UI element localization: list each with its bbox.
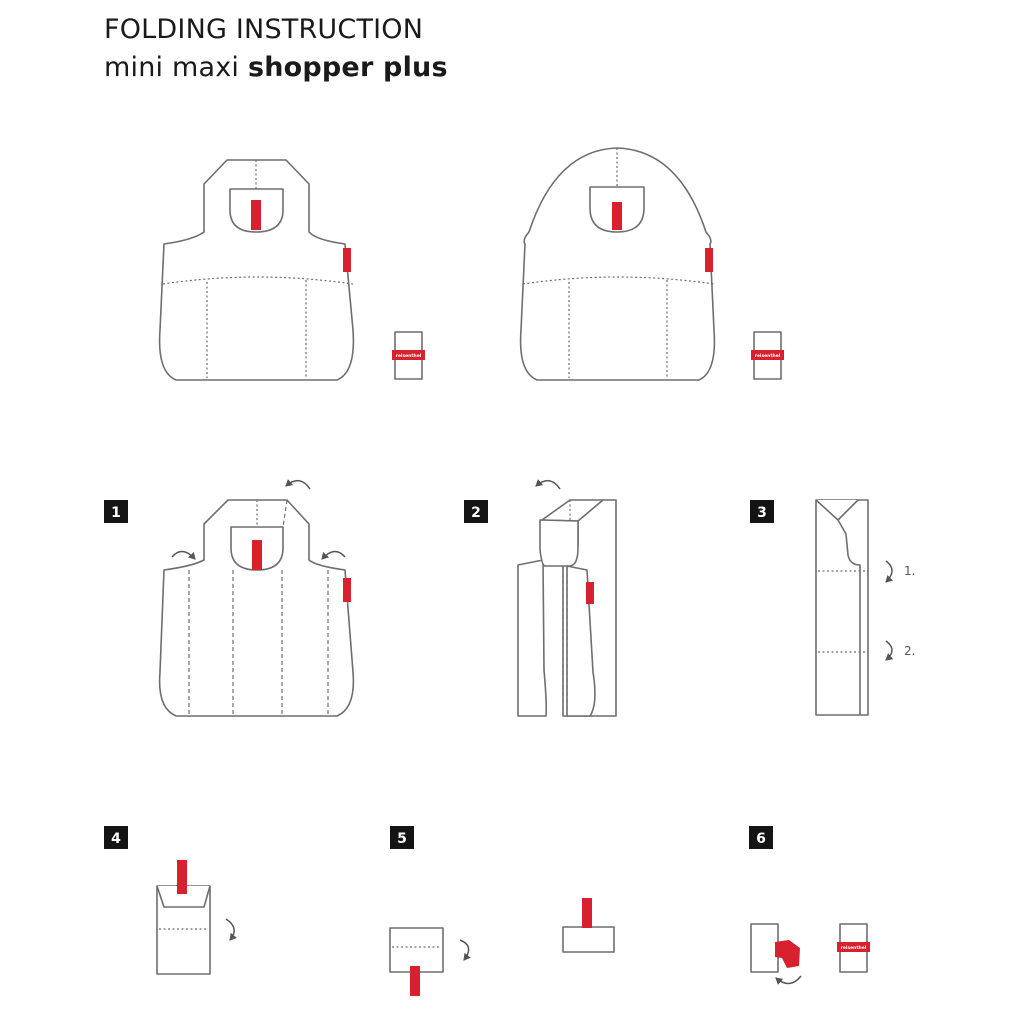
step-number: 6 [756,831,766,847]
brand-label [586,582,594,604]
step-number: 1 [111,505,121,521]
title-product-name: shopper plus [247,52,448,83]
fold-arrow [775,975,802,985]
step-1: 1 [104,479,355,717]
step-badge [464,500,488,523]
title-product-line: mini maxi [104,52,240,83]
step-5: 5 [389,826,615,996]
fold-arrow [885,640,894,661]
fold-arrow [321,550,346,560]
fold-arrow [885,560,894,583]
red-strap [177,860,187,894]
fold-arrow [459,939,471,961]
red-strap [252,540,262,570]
step-6: 6 reisenthel [749,826,870,985]
brand-label [705,248,713,272]
red-strap [410,966,420,996]
step-number: 4 [111,831,121,847]
folded-pouch: reisenthel [392,331,425,380]
red-strap [251,200,261,230]
red-strap [582,898,592,928]
brand-label [343,578,351,602]
brand-label [343,248,351,272]
step-number: 2 [471,505,481,521]
brand-text: reisenthel [841,945,867,951]
bag-open-flat-handle [158,159,355,381]
folded-pouch: reisenthel [751,331,784,380]
fold-arrow [285,479,311,490]
fold-order-1: 1. [904,564,915,578]
fold-arrow [171,550,196,560]
step-badge [749,826,773,849]
title-line-2: mini maxi shopper plus [104,52,448,83]
step-3: 3 1. 2. [750,499,915,716]
step-number: 3 [757,505,767,521]
step-number: 5 [397,831,407,847]
step-badge [750,500,774,523]
brand-text: reisenthel [755,353,781,359]
bag-open-loop-handle [519,147,716,381]
red-strap [612,202,622,230]
fold-arrow [535,479,561,490]
title-line-1: FOLDING INSTRUCTION [104,14,424,45]
step-badge [104,826,128,849]
fold-order-2: 2. [904,644,915,658]
red-strap [775,940,800,968]
brand-text: reisenthel [396,353,422,359]
step-badge [390,826,414,849]
step-2: 2 [464,479,617,717]
step-4: 4 [104,826,237,975]
fold-arrow [225,918,237,941]
step-badge [104,500,128,523]
